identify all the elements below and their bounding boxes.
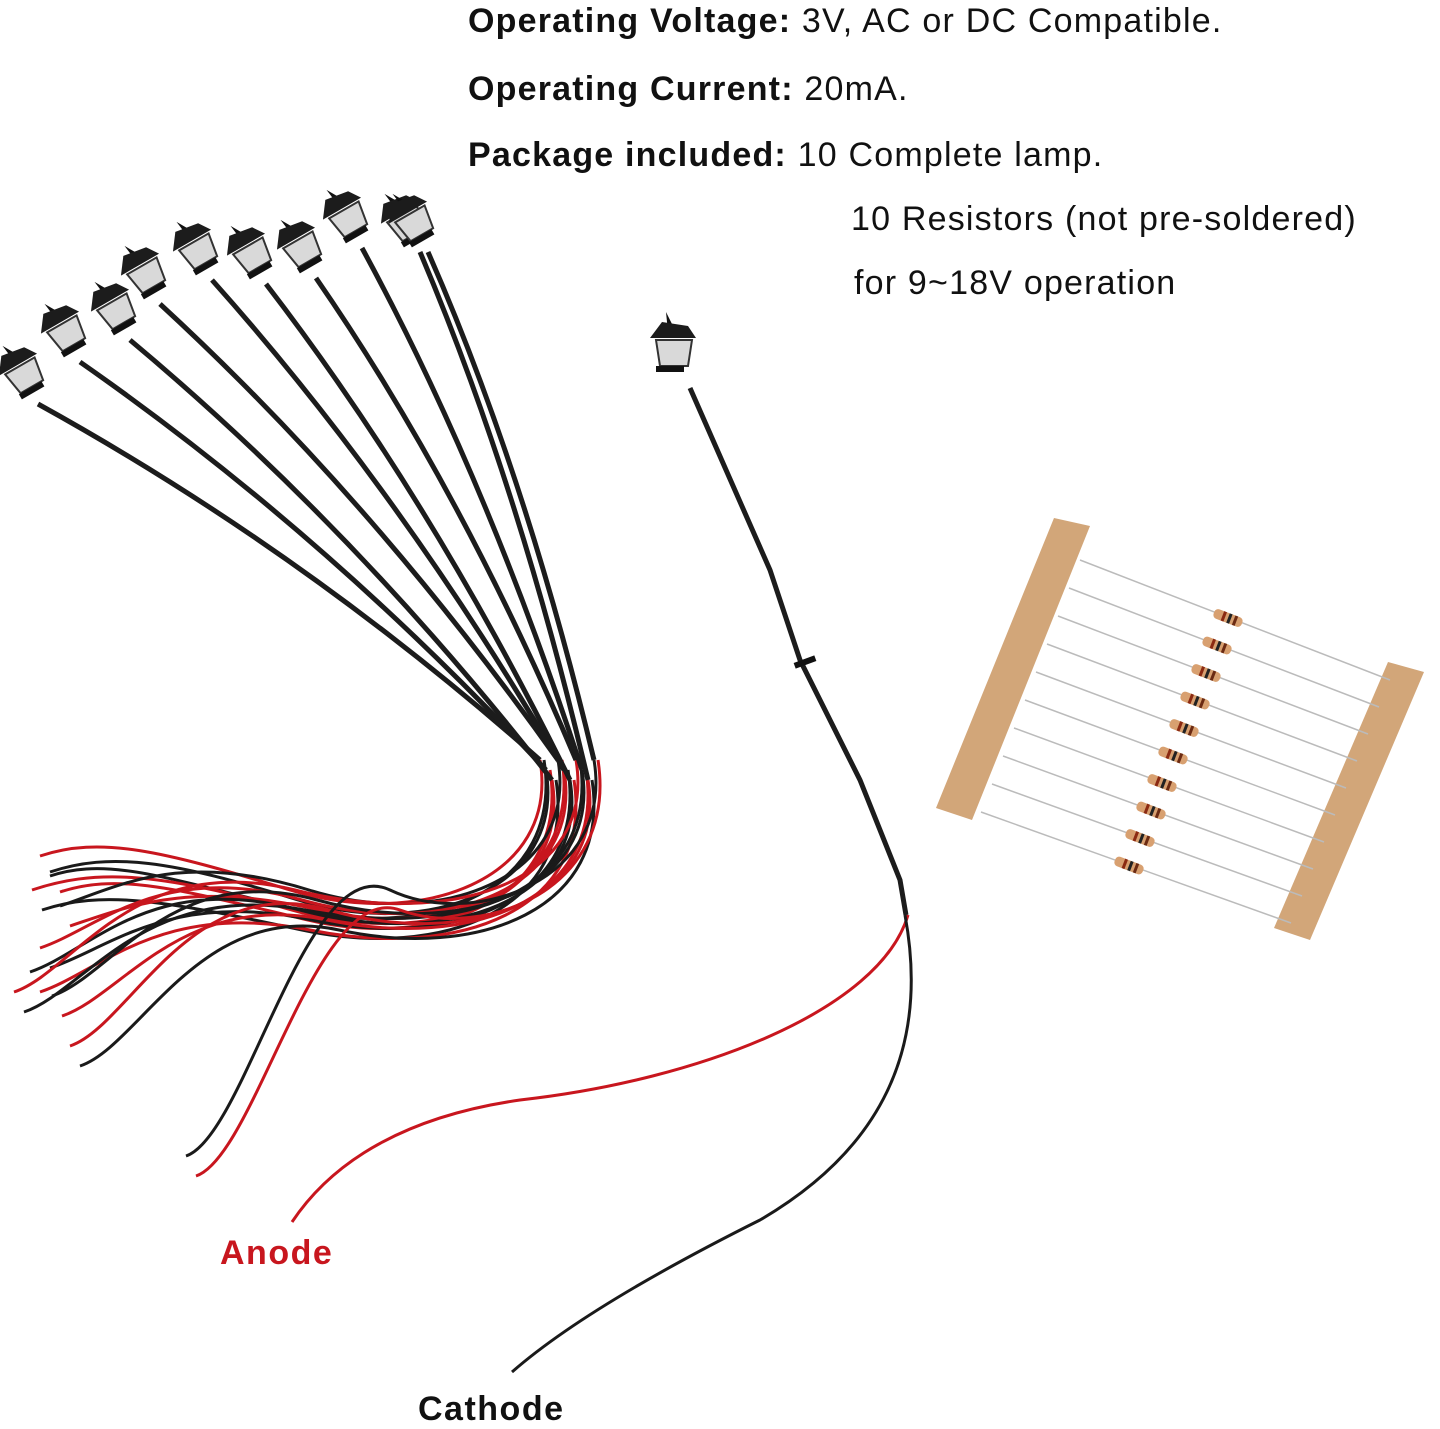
lamp-wire [39, 769, 568, 950]
lamp-head [40, 303, 87, 358]
cathode-label: Cathode [418, 1390, 565, 1428]
single-lamp [290, 312, 913, 1374]
tape-left [936, 518, 1090, 820]
spec-current-value: 20mA. [804, 70, 909, 108]
lamp-pole [417, 251, 591, 781]
lamp-pole [425, 250, 597, 761]
resistor [1191, 664, 1221, 682]
wire-bundle [13, 759, 602, 1178]
lamp-head [172, 221, 219, 276]
spec-package-label: Package included: [468, 136, 787, 174]
resistor-strip [936, 518, 1424, 940]
lamp-head [0, 345, 45, 400]
resistor [1202, 636, 1232, 655]
spec-current: Operating Current: 20mA. [468, 70, 909, 109]
spec-package: Package included: 10 Complete lamp. [468, 136, 1103, 175]
resistor [1147, 774, 1177, 792]
lamp-wire [49, 769, 572, 970]
lamp-wire [61, 769, 590, 1018]
spec-voltage-label: Operating Voltage: [468, 2, 792, 40]
lamp-wire [13, 759, 580, 994]
lamp-wire [195, 759, 602, 1178]
spec-package-line-1: 10 Complete lamp. [797, 136, 1104, 174]
resistor [1158, 746, 1188, 765]
lamp-wire [39, 779, 578, 994]
lamp-head [388, 193, 435, 248]
lamp-pole [210, 278, 567, 772]
tape-right [1274, 662, 1424, 940]
spec-current-label: Operating Current: [468, 70, 794, 108]
lamp-pole [264, 282, 573, 782]
lamp-head [90, 281, 137, 336]
lamp-wire [59, 759, 562, 908]
lamp-pole [359, 246, 585, 771]
lamp-wire [185, 759, 598, 1158]
lamp-pole [36, 401, 542, 762]
single-lamp-anode-wire [290, 914, 910, 1223]
lamp-wire [69, 779, 592, 1048]
spec-voltage-value: 3V, AC or DC Compatible. [801, 2, 1223, 40]
lamp-head [120, 245, 167, 300]
spec-package-line-3: for 9~18V operation [854, 264, 1177, 302]
lamp-pole [158, 302, 561, 762]
lamp-pole [128, 338, 554, 782]
lamp-wire [79, 779, 596, 1068]
lamp-pole [313, 276, 579, 761]
spec-package-line-2: 10 Resistors (not pre-soldered) [851, 200, 1357, 238]
resistor [1213, 609, 1243, 627]
lamp-head [276, 219, 323, 274]
spec-voltage: Operating Voltage: 3V, AC or DC Compatib… [468, 2, 1223, 41]
lamp-head [322, 189, 369, 244]
anode-label: Anode [220, 1234, 334, 1272]
resistor [1180, 691, 1210, 710]
lamp-wire [23, 759, 584, 1014]
lamp-pole [78, 359, 548, 772]
lamp-head [226, 225, 273, 280]
lamp-wire [39, 759, 544, 906]
single-lamp-cathode-wire [511, 914, 913, 1374]
single-lamp-pole [687, 386, 909, 916]
lamp-poles [0, 189, 597, 782]
resistor [1125, 829, 1155, 847]
single-lamp-ring [793, 655, 817, 669]
resistor [1136, 801, 1166, 820]
resistor [1169, 719, 1199, 737]
single-lamp-head [650, 312, 696, 372]
resistor [1114, 856, 1144, 875]
lamp-wire [51, 769, 586, 998]
